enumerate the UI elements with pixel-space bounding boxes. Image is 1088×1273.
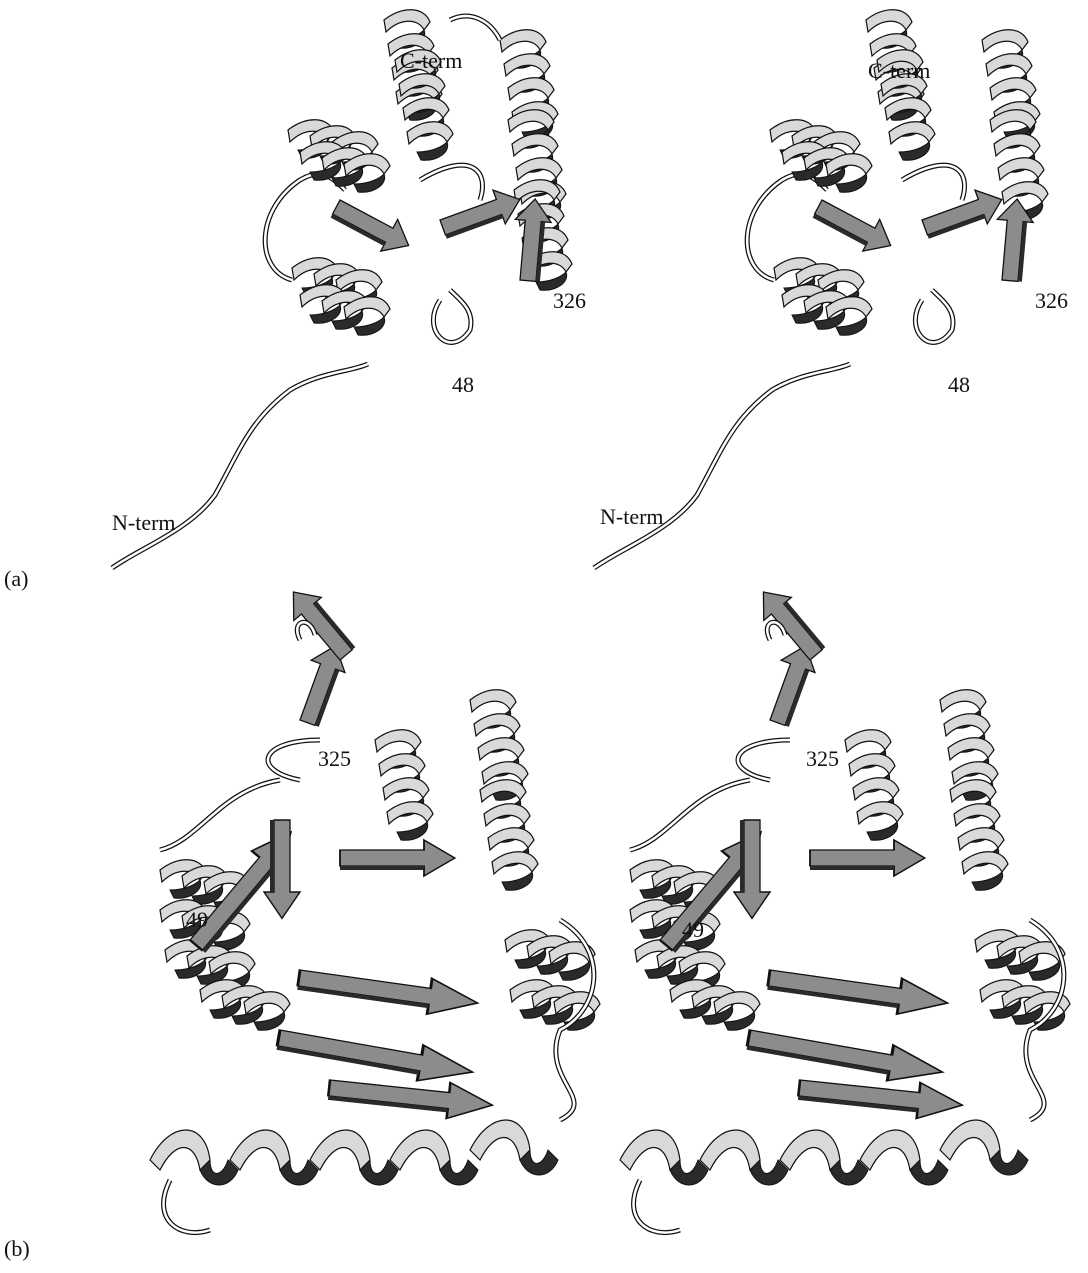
panel-a-right-structure: C-term N-term 48 326	[594, 10, 1068, 568]
residue-49-label-b-left: 49	[186, 907, 208, 932]
residue-49-label-b-right: 49	[682, 917, 704, 942]
panel-a-left-structure: C-term N-term 48 326	[112, 10, 586, 568]
residue-325-label-b-left: 325	[318, 746, 351, 771]
residue-48-label-a-right: 48	[948, 372, 970, 397]
c-term-label-a-left: C-term	[400, 48, 462, 73]
residue-48-label-a-left: 48	[452, 372, 474, 397]
residue-326-label-a-right: 326	[1035, 288, 1068, 313]
n-term-label-a-left: N-term	[112, 510, 176, 535]
n-term-label-a-right: N-term	[600, 504, 664, 529]
panel-b-right-structure: 325 49	[620, 580, 1070, 1232]
residue-326-label-a-left: 326	[553, 288, 586, 313]
panel-b-left-structure: 325 49	[150, 580, 600, 1232]
c-term-label-a-right: C-term	[868, 58, 930, 83]
residue-325-label-b-right: 325	[806, 746, 839, 771]
